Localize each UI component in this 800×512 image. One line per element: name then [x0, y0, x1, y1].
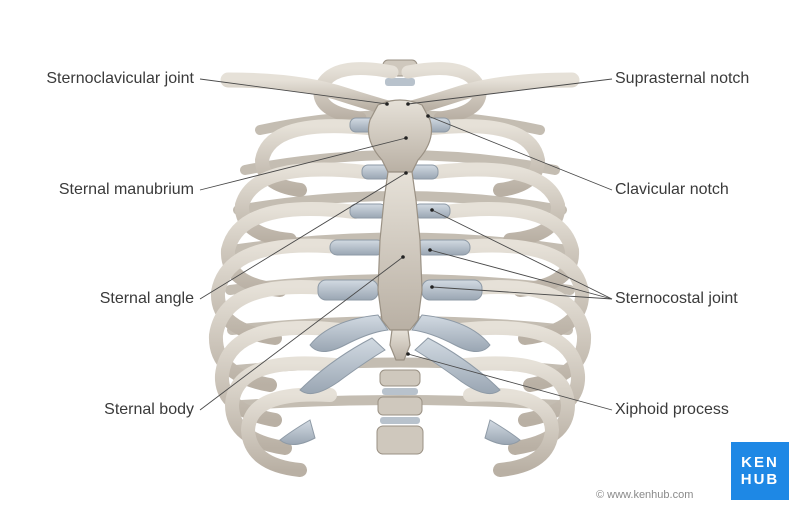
sternal-body-shape [377, 171, 423, 331]
copyright-credit: © www.kenhub.com [596, 489, 694, 501]
manubrium-shape [367, 99, 433, 173]
label-sternoclavicular-joint: Sternoclavicular joint [46, 70, 194, 87]
label-sternal-angle: Sternal angle [99, 290, 194, 307]
kenhub-logo[interactable]: KEN HUB [731, 442, 789, 500]
sternum [367, 99, 433, 361]
label-xiphoid-process: Xiphoid process [615, 401, 729, 418]
label-suprasternal-notch: Suprasternal notch [615, 70, 750, 87]
label-sternal-manubrium: Sternal manubrium [58, 181, 194, 198]
clavicles [220, 72, 580, 116]
leader-dots [385, 102, 434, 356]
logo-line2: HUB [740, 471, 780, 488]
right-ribs [425, 119, 592, 477]
logo-line1: KEN [741, 454, 779, 471]
vertebral-column [376, 59, 424, 455]
label-clavicular-notch: Clavicular notch [615, 181, 729, 198]
label-sternal-body: Sternal body [104, 401, 194, 418]
xiphoid-shape [389, 329, 411, 361]
label-sternocostal-joint: Sternocostal joint [615, 290, 738, 307]
leader-lines [199, 78, 613, 411]
